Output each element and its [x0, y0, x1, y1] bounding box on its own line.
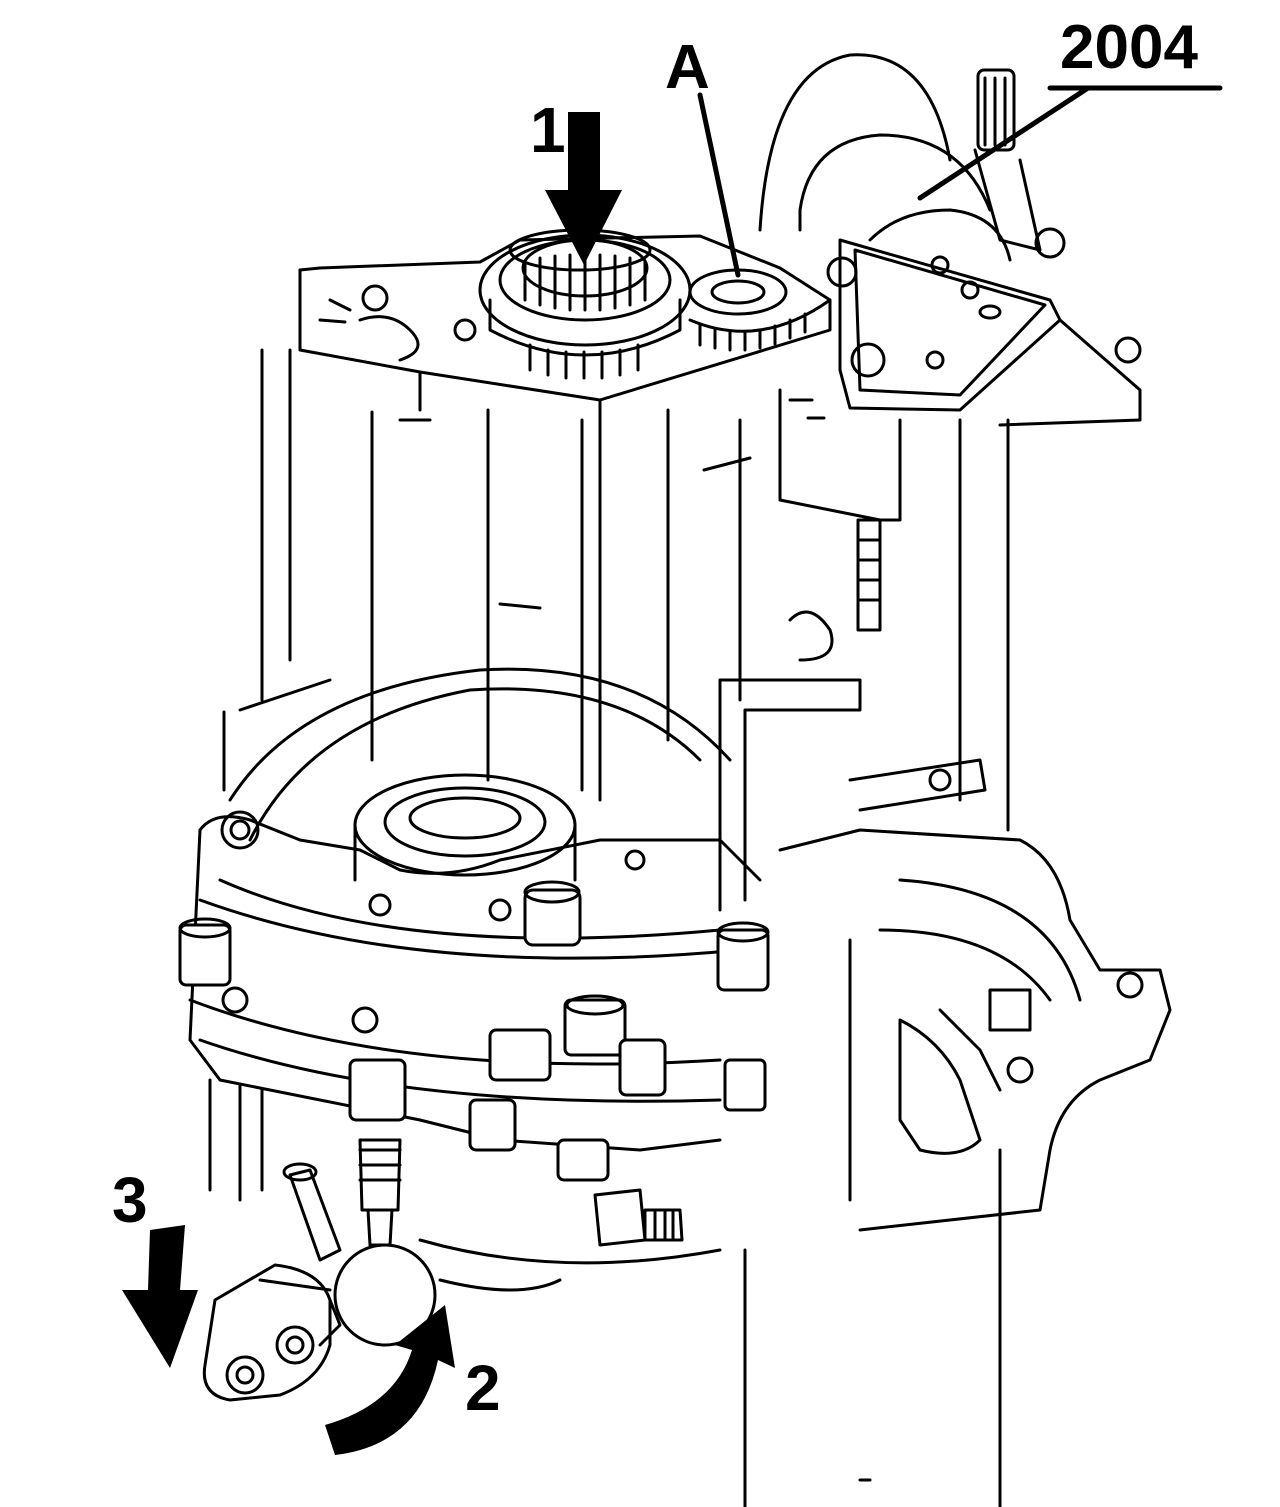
arrow-3-down — [122, 1225, 198, 1368]
right-housing — [718, 418, 1010, 912]
arrow-1-down — [545, 112, 622, 265]
right-lower-housing — [778, 828, 1172, 1232]
top-plate-details — [318, 284, 477, 362]
arrow-2-curved — [325, 1305, 455, 1455]
selector-lever — [202, 1138, 437, 1402]
output-column — [743, 1228, 1002, 1507]
lower-housing — [178, 667, 770, 1292]
step-3-label: 3 — [112, 1164, 148, 1236]
step-1-label: 1 — [530, 94, 566, 166]
gearbox-upper-case — [260, 234, 882, 802]
ref-number-label: 2004 — [1060, 13, 1198, 82]
step-2-label: 2 — [465, 1352, 501, 1424]
callout-a-label: A — [665, 33, 710, 102]
tool-2004 — [758, 53, 1142, 427]
shaft-a-gear — [688, 268, 832, 352]
leader-lines — [697, 85, 1223, 278]
